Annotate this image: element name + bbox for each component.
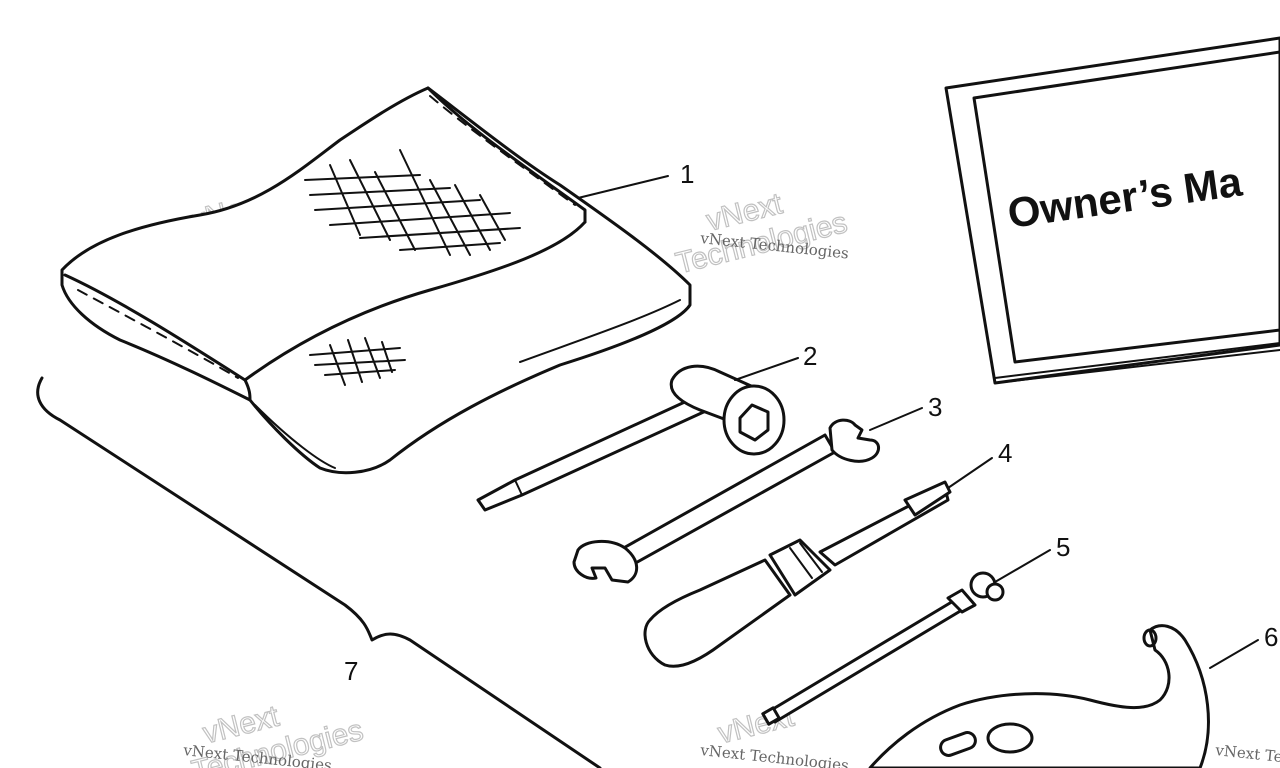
gap-tool-part-5[interactable] (761, 571, 1005, 726)
spanner-wrench-part-6[interactable] (868, 624, 1210, 768)
callout-2: 2 (803, 341, 817, 371)
callout-6: 6 (1264, 622, 1278, 652)
kit-bracket (36, 376, 602, 768)
watermark-2: vNext Technologies (672, 186, 851, 281)
watermark-caption: vNext Technologies (699, 741, 850, 768)
hatching-top (304, 149, 521, 256)
spark-plug-wrench-part-2[interactable] (476, 364, 786, 512)
watermark-caption: vNext Technologies (1214, 741, 1280, 768)
callout-3: 3 (928, 392, 942, 422)
callout-1: 1 (680, 159, 694, 189)
open-end-wrench-part-3[interactable] (572, 418, 880, 584)
callout-7: 7 (344, 656, 358, 686)
screwdriver-part-4[interactable] (643, 480, 952, 668)
leader-lines (577, 175, 1259, 669)
callout-4: 4 (998, 438, 1012, 468)
owners-manual[interactable]: Owner’s Ma (944, 36, 1280, 385)
callout-5: 5 (1056, 532, 1070, 562)
tool-pouch-part-1[interactable] (60, 86, 692, 475)
hatching-bottom (309, 337, 406, 386)
